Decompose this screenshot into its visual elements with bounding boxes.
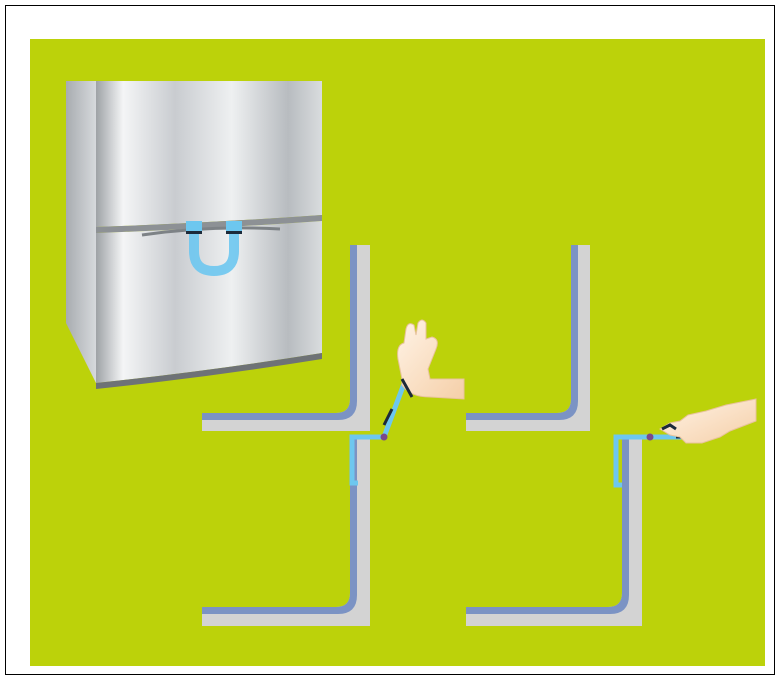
left-latch-handle <box>382 408 394 426</box>
left-latch-arm <box>349 434 384 486</box>
left-cabinet-section <box>202 245 465 626</box>
appliance-base <box>96 353 322 389</box>
appliance-top-drawer <box>96 81 322 227</box>
illustration-panel <box>30 39 765 666</box>
appliance-side-panel <box>66 81 96 383</box>
left-pivot <box>380 433 388 441</box>
left-hand-icon <box>397 319 465 400</box>
right-cabinet-section <box>466 245 757 626</box>
right-pivot <box>646 433 654 441</box>
drawer-handle <box>141 226 281 237</box>
right-hand-icon <box>659 398 757 444</box>
image-frame <box>5 5 775 675</box>
diagram-canvas <box>30 39 765 666</box>
drawer-seam <box>96 215 322 233</box>
appliance-bottom-drawer <box>96 221 322 383</box>
u-lock-icon <box>186 221 242 277</box>
appliance <box>66 81 322 389</box>
left-latch-lever <box>381 380 408 438</box>
right-latch-arm <box>613 434 650 488</box>
